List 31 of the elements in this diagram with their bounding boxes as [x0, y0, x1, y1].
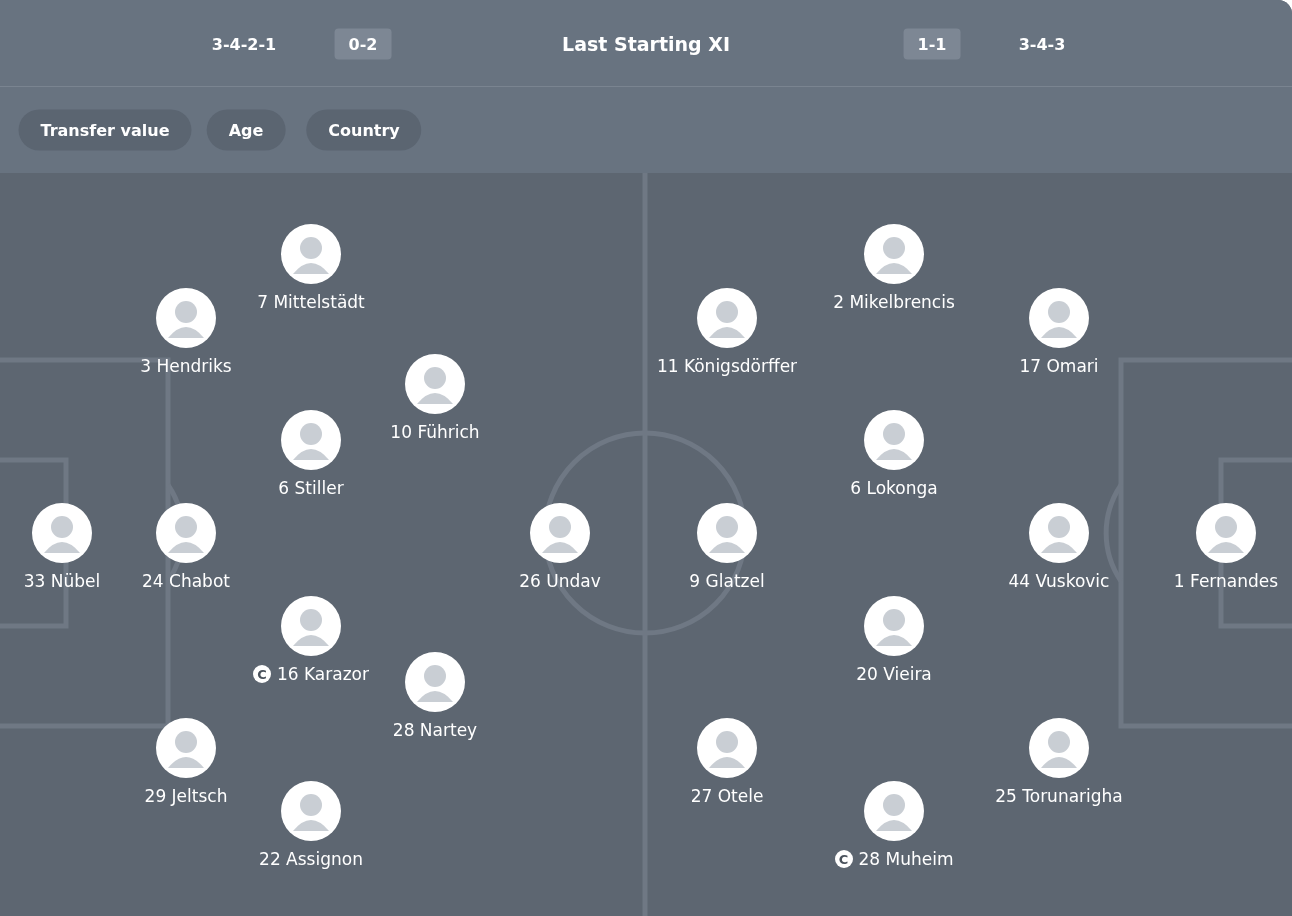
player-name: 26 Undav: [519, 571, 601, 591]
player-name: 7 Mittelstädt: [257, 292, 365, 312]
player-name: 11 Königsdörffer: [656, 356, 798, 376]
captain-badge: C: [253, 665, 271, 683]
filter-button: Transfer value: [18, 109, 192, 151]
player-name: 2 Mikelbrencis: [833, 292, 955, 312]
player-name: 6 Lokonga: [850, 478, 938, 498]
player-name: 33 Nübel: [23, 571, 101, 591]
player-name: 16 Karazor: [277, 664, 369, 684]
captain-badge: C: [834, 850, 853, 868]
formation-label: 3-4-2-1: [211, 34, 277, 54]
player-name: 9 Glatzel: [689, 571, 765, 591]
heading: Last Starting XI: [562, 33, 730, 55]
player-name: 22 Assignon: [259, 849, 363, 869]
player-name: 25 Torunarigha: [995, 786, 1123, 806]
player-name: 44 Vuskovic: [1008, 571, 1110, 591]
player-name: 17 Omari: [1019, 356, 1099, 376]
player-name: 10 Führich: [390, 422, 480, 442]
score-badge: 0-2: [334, 28, 392, 60]
formation-label: 3-4-3: [1018, 34, 1066, 54]
player-name: 27 Otele: [690, 786, 764, 806]
filter-button: Country: [306, 109, 422, 151]
player-name: 29 Jeltsch: [144, 786, 228, 806]
score-badge: 1-1: [903, 28, 961, 60]
player-name: 3 Hendriks: [140, 356, 232, 376]
player-name: 28 Nartey: [392, 720, 478, 740]
player-name: 24 Chabot: [142, 571, 230, 591]
player-name: 6 Stiller: [278, 478, 344, 498]
player-name: 28 Muheim: [858, 849, 954, 869]
player-name: 1 Fernandes: [1173, 571, 1279, 591]
player-name: 20 Vieira: [856, 664, 932, 684]
